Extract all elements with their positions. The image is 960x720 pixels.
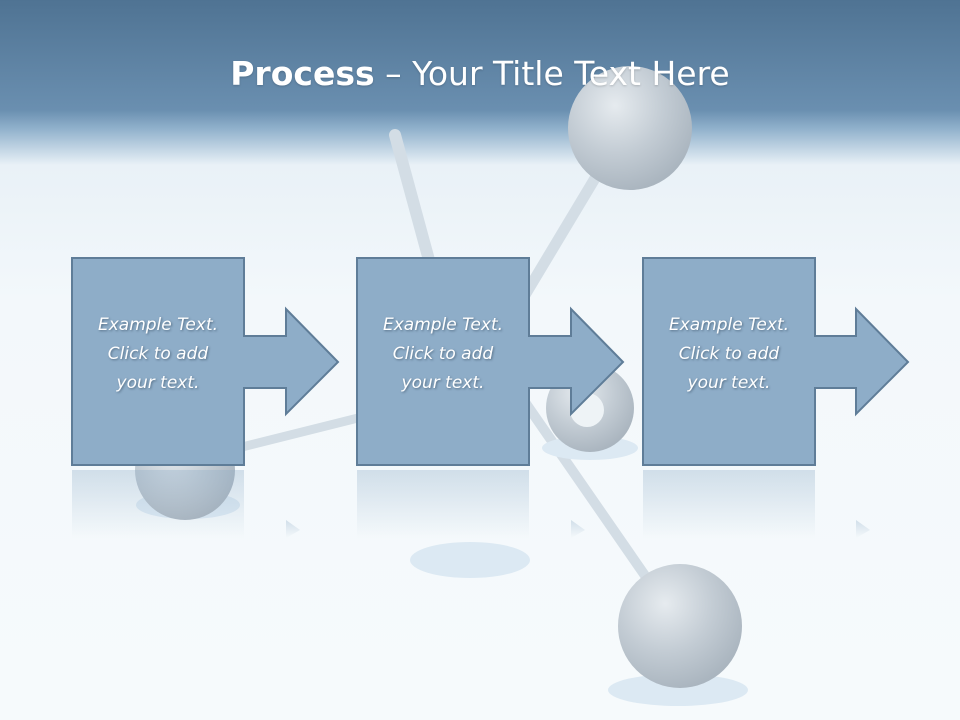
step-1-text[interactable]: Example Text. Click to add your text. xyxy=(72,311,244,398)
title-separator: – xyxy=(374,54,413,93)
step-3-line-1: Example Text. xyxy=(668,315,790,335)
step-2-line-1: Example Text. xyxy=(382,315,504,335)
page-title: Process – Your Title Text Here xyxy=(0,52,960,96)
step-3-text[interactable]: Example Text. Click to add your text. xyxy=(643,311,815,398)
step-1-line-2: Click to add xyxy=(107,344,209,364)
step-1-line-3: your text. xyxy=(116,373,200,393)
step-3-line-3: your text. xyxy=(687,373,771,393)
process-step-shapes xyxy=(71,257,910,466)
step-2-line-2: Click to add xyxy=(392,344,494,364)
title-rest: Your Title Text Here xyxy=(412,54,730,93)
step-3-line-2: Click to add xyxy=(678,344,780,364)
step-3-shape[interactable] xyxy=(642,257,910,466)
step-2-text[interactable]: Example Text. Click to add your text. xyxy=(357,311,529,398)
step-reflections xyxy=(72,470,870,538)
step-1-line-1: Example Text. xyxy=(97,315,219,335)
step-2-shape[interactable] xyxy=(356,257,625,466)
step-2-line-3: your text. xyxy=(401,373,485,393)
step-1-shape[interactable] xyxy=(71,257,340,466)
title-strong: Process xyxy=(230,54,375,93)
